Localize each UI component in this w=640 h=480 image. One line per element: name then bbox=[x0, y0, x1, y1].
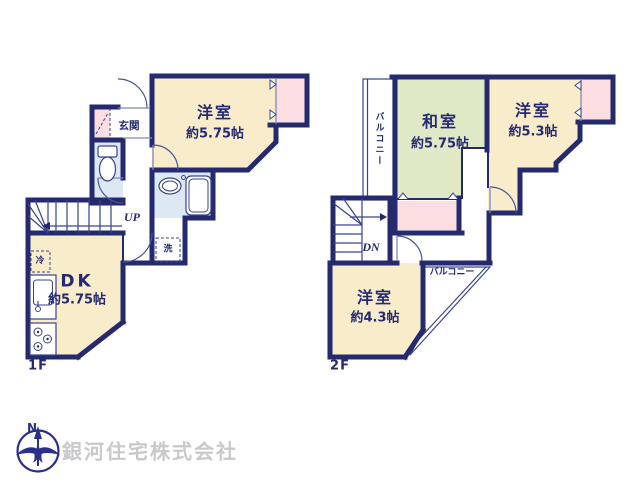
sliding-door-mark-icon bbox=[269, 79, 277, 90]
room-size-2f-western53: 約5.3帖 bbox=[508, 124, 558, 140]
room-1f-western-fill bbox=[152, 76, 307, 169]
stove-icon bbox=[29, 322, 57, 356]
stairs-arrow-icon bbox=[42, 222, 50, 230]
label-fridge: 冷 bbox=[35, 255, 45, 266]
floor-1f-plan bbox=[25, 73, 310, 361]
room-label-1f-western: 洋室 bbox=[196, 103, 234, 122]
label-stairs-up: UP bbox=[124, 210, 140, 224]
kitchen-sink-icon bbox=[29, 274, 57, 320]
floor-label-1f: 1F bbox=[28, 358, 48, 374]
washer-space-icon bbox=[155, 237, 181, 263]
western43-door-arc bbox=[396, 235, 423, 262]
shoe-cabinet-diagonal bbox=[95, 112, 109, 135]
oshiire-closet-fill bbox=[397, 201, 459, 230]
room-label-tatami: 和室 bbox=[421, 112, 459, 131]
fusuma-mark-icon bbox=[447, 192, 459, 200]
toilet-door-arc bbox=[97, 177, 124, 204]
label-stairs-down: DN bbox=[362, 240, 380, 254]
room-tatami-fill bbox=[395, 77, 487, 198]
company-name: 銀河住宅株式会社 bbox=[62, 439, 238, 464]
compass-icon bbox=[16, 426, 60, 473]
dk-door-arc bbox=[122, 232, 153, 263]
room-label-2f-western53: 洋室 bbox=[514, 101, 552, 120]
stairs-1f bbox=[27, 199, 122, 234]
entrance-door-arc bbox=[117, 78, 148, 109]
sliding-door-mark-icon bbox=[574, 107, 582, 118]
closet-1f-fill bbox=[276, 78, 306, 124]
room-label-dk: DK bbox=[60, 271, 94, 292]
walls-1f bbox=[25, 73, 310, 361]
compass-north-label: N bbox=[26, 421, 38, 435]
bathtub-icon bbox=[185, 175, 212, 216]
room-label-2f-western43: 洋室 bbox=[356, 288, 394, 307]
room-size-tatami: 約5.75帖 bbox=[410, 136, 470, 152]
closet-2f-fill bbox=[581, 79, 611, 121]
room-2f-western43-fill bbox=[330, 263, 423, 357]
room-size-2f-western43: 約4.3帖 bbox=[350, 310, 400, 326]
partitions-2f bbox=[396, 147, 489, 200]
stairs-2f bbox=[332, 197, 387, 262]
label-washer: 洗 bbox=[163, 244, 173, 255]
floor-2f-plan bbox=[327, 74, 616, 361]
western-room-door-arc bbox=[152, 144, 179, 171]
room-size-dk: 約5.75帖 bbox=[47, 292, 107, 308]
label-balcony-left: バルコニー bbox=[373, 111, 384, 167]
sliding-door-mark-icon bbox=[574, 80, 582, 91]
label-balcony-right: バルコニー bbox=[429, 267, 475, 278]
western53-door-arc bbox=[489, 186, 517, 214]
fusuma-mark-icon bbox=[397, 192, 409, 200]
sliding-door-mark-icon bbox=[269, 109, 277, 120]
toilet-icon bbox=[97, 145, 118, 182]
label-genkan: 玄関 bbox=[118, 119, 140, 132]
stairs-arrow-icon bbox=[380, 213, 387, 221]
floor-label-2f: 2F bbox=[330, 358, 350, 374]
bath-sink-icon bbox=[158, 175, 186, 195]
room-size-1f-western: 約5.75帖 bbox=[185, 126, 245, 142]
